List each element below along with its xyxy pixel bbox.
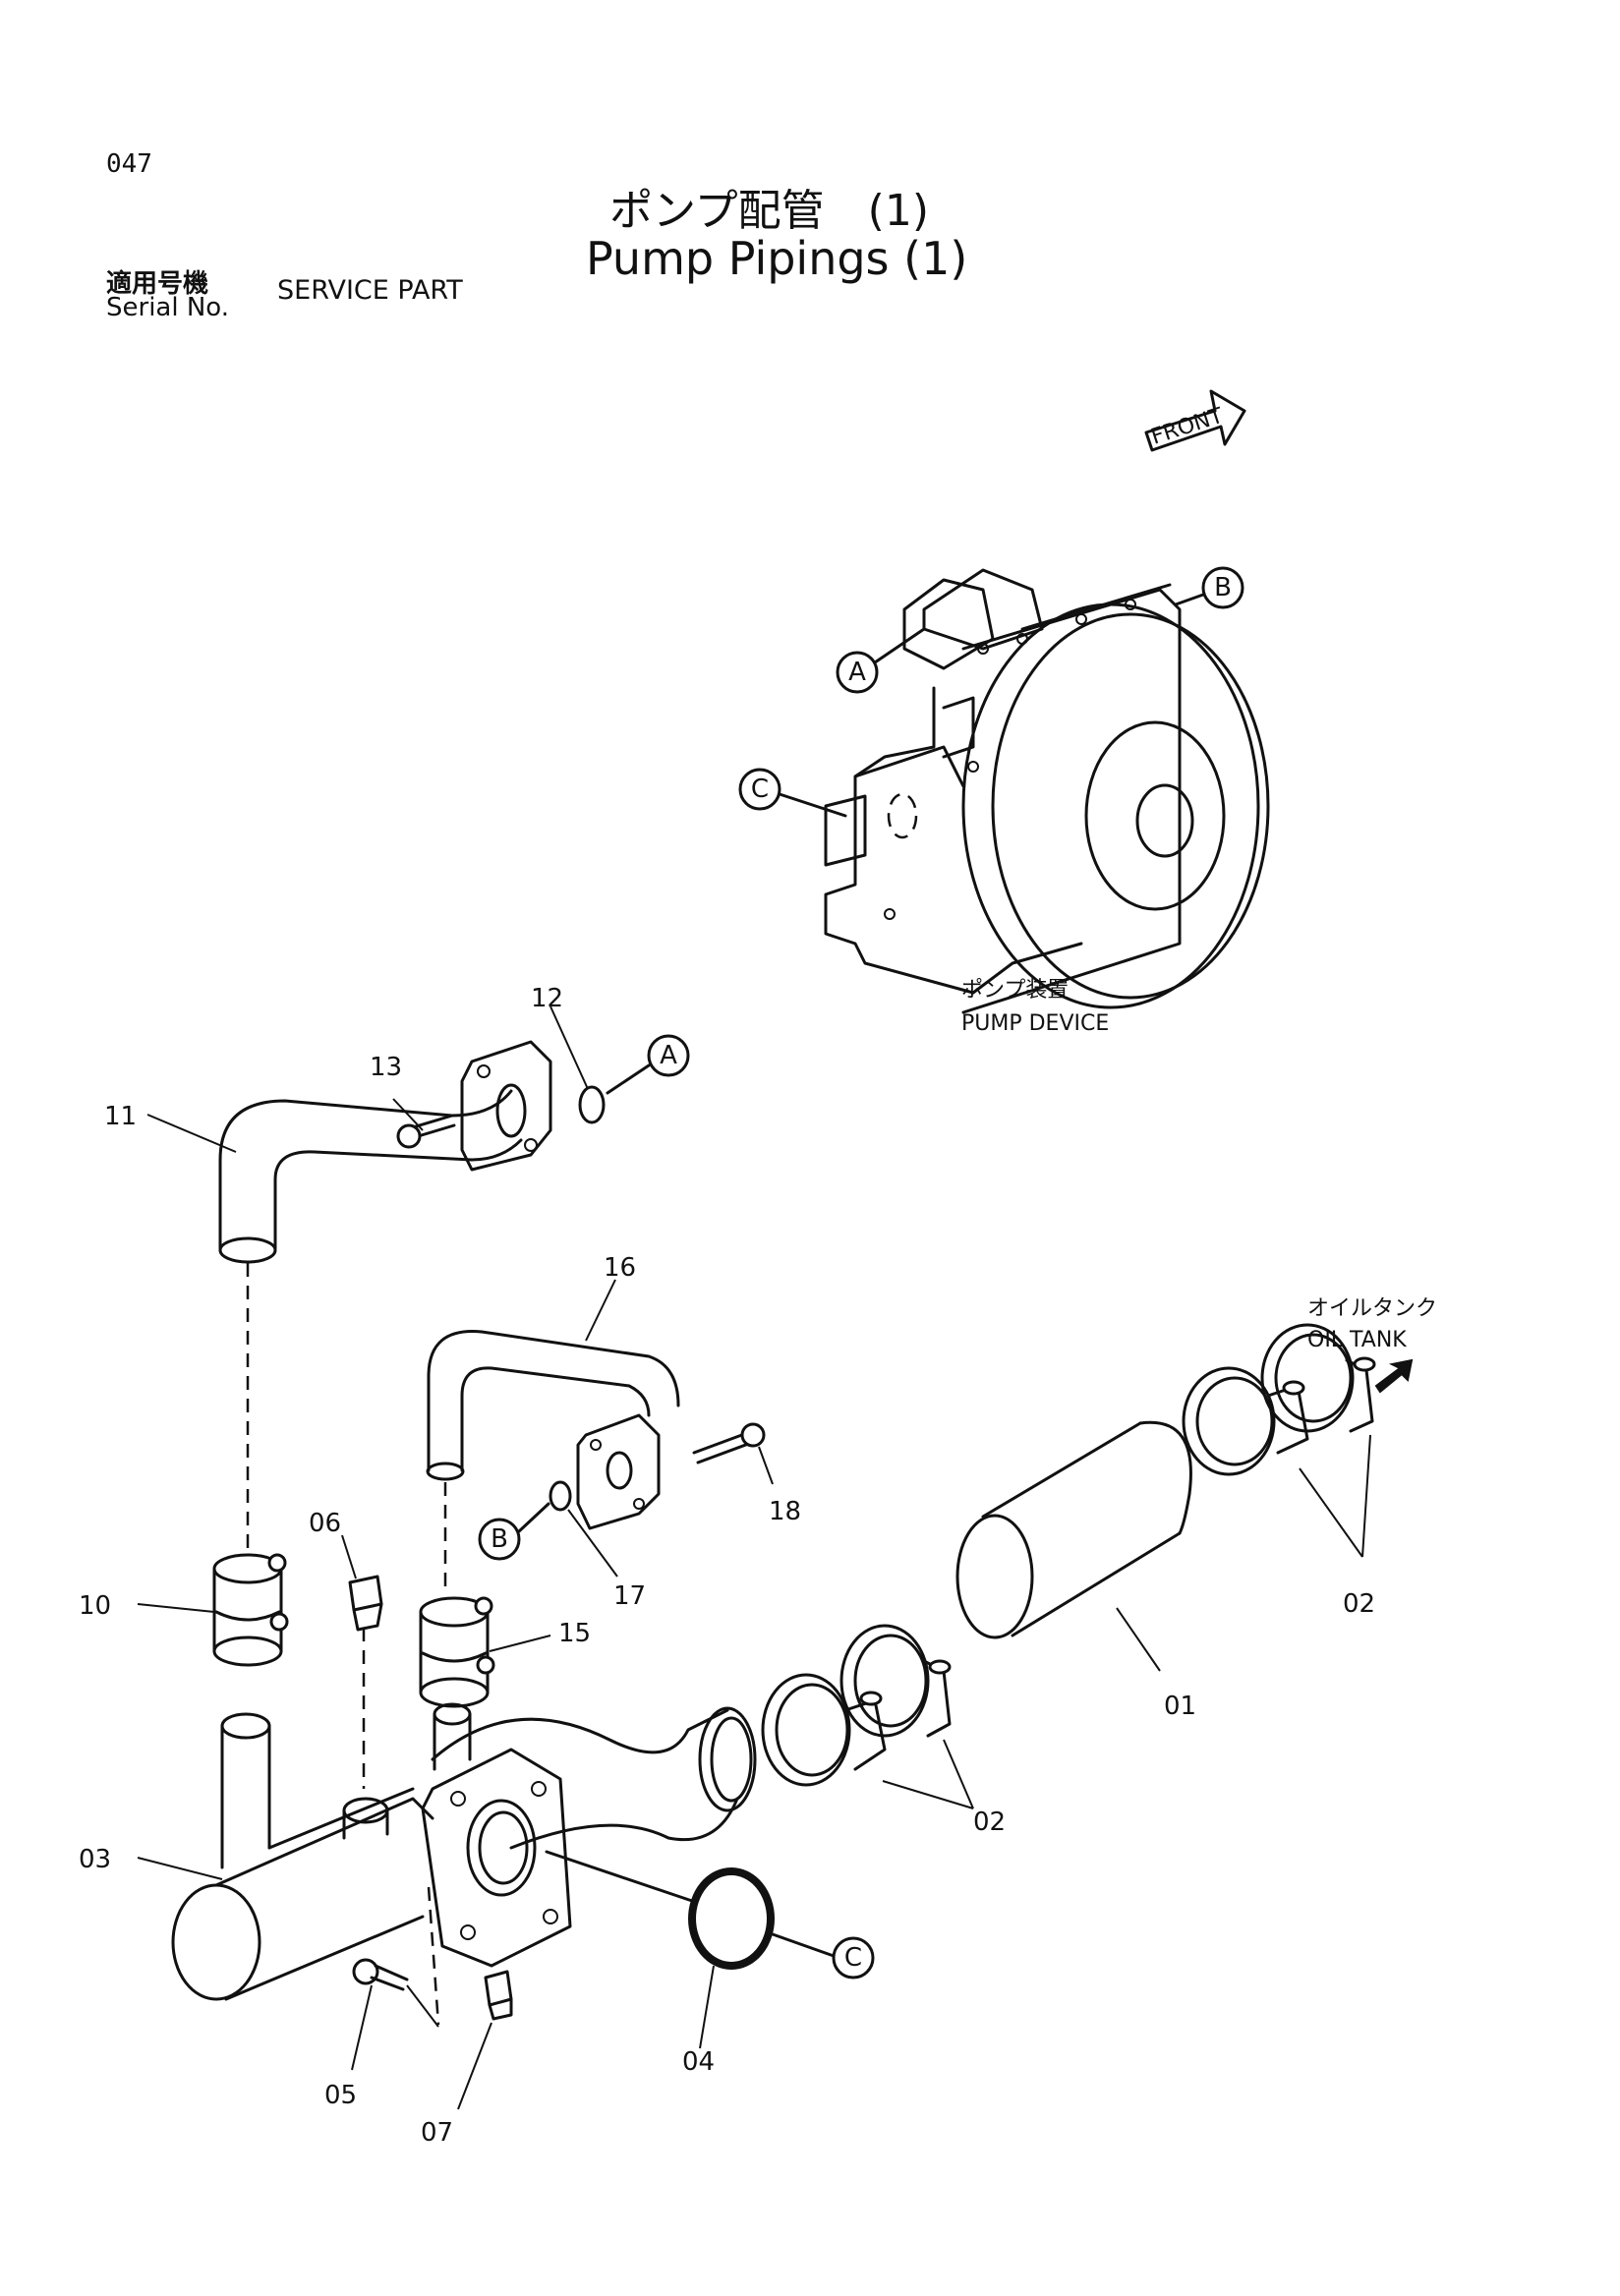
oring-17 [549,1480,572,1512]
ref-circle-a-upper: A [836,627,926,694]
callout-12: 12 [531,984,563,1013]
front-arrow-icon: FRONT [1144,389,1246,452]
plug-06 [348,1575,383,1632]
page-title-jp: ポンプ配管 (1) [609,186,930,236]
leader-10 [137,1603,215,1613]
callout-13: 13 [370,1053,402,1082]
hose-clamp-10 [212,1553,289,1667]
leader-12 [550,1005,589,1090]
front-label: FRONT [1148,404,1227,450]
bolt-18 [692,1422,766,1464]
leader-17 [567,1509,618,1578]
serial-value: SERVICE PART [277,275,463,306]
callout-06: 06 [309,1509,341,1538]
callout-15: 15 [558,1619,591,1648]
serial-label-jp: 適用号機 [106,269,209,299]
oring-12 [578,1085,606,1124]
callout-16: 16 [604,1253,636,1283]
alignment-line-05 [427,1886,440,2026]
callout-07: 07 [421,2118,453,2148]
pipe-16 [426,1330,680,1530]
ref-circle-c-upper: C [738,768,847,818]
oil-tank-arrow-icon [1374,1358,1414,1394]
page-number: 047 [106,149,152,179]
pump-device-label-en: PUMP DEVICE [961,1011,1109,1036]
ref-circle-c-lower: C [771,1932,875,1980]
svg-text:C: C [844,1943,862,1973]
ref-circle-b-upper: B [1174,566,1244,609]
callout-02-lower: 02 [973,1808,1006,1837]
callout-11: 11 [104,1102,137,1131]
pump-device-drawing [824,568,1270,1014]
oil-tank-label-en: OIL TANK [1307,1328,1407,1352]
page-title-en: Pump Pipings (1) [586,232,968,285]
hose-clamp-15 [419,1596,495,1708]
callout-05: 05 [324,2081,357,2110]
callout-01: 01 [1164,1692,1196,1721]
bolt-13 [396,1114,456,1149]
callout-03: 03 [79,1845,111,1874]
svg-text:B: B [491,1524,508,1554]
ref-circle-b-lower: B [478,1502,550,1561]
svg-text:A: A [848,658,866,687]
pipe-11 [218,1040,552,1264]
pump-device-label-jp: ポンプ装置 [961,978,1069,1003]
callout-17: 17 [613,1581,646,1611]
callout-02-upper: 02 [1343,1589,1375,1619]
hose-01 [955,1420,1192,1672]
bolt-05 [352,1958,439,2028]
svg-text:C: C [751,775,769,804]
svg-text:B: B [1214,573,1232,603]
leader-03 [137,1857,223,1880]
leader-11 [146,1114,237,1153]
manifold-03 [171,1702,757,2001]
callout-18: 18 [769,1497,801,1526]
leader-07 [457,2022,492,2110]
leader-04 [699,1965,715,2049]
leader-13 [392,1098,424,1131]
leader-16 [585,1279,616,1342]
svg-text:A: A [660,1041,677,1070]
leader-18 [758,1446,774,1485]
band-clamp-02-upper [1182,1323,1376,1558]
plug-07 [484,1970,513,2021]
leader-05 [351,1984,373,2071]
callout-04: 04 [682,2047,715,2077]
leader-15 [489,1635,551,1652]
band-clamp-02-lower [761,1624,974,1809]
ref-circle-a-lower: A [606,1034,690,1095]
leader-06 [341,1534,357,1579]
callout-10: 10 [79,1591,111,1621]
oil-tank-label-jp: オイルタンク [1307,1296,1437,1321]
serial-label-en: Serial No. [106,293,229,322]
oring-04 [545,1850,775,1970]
